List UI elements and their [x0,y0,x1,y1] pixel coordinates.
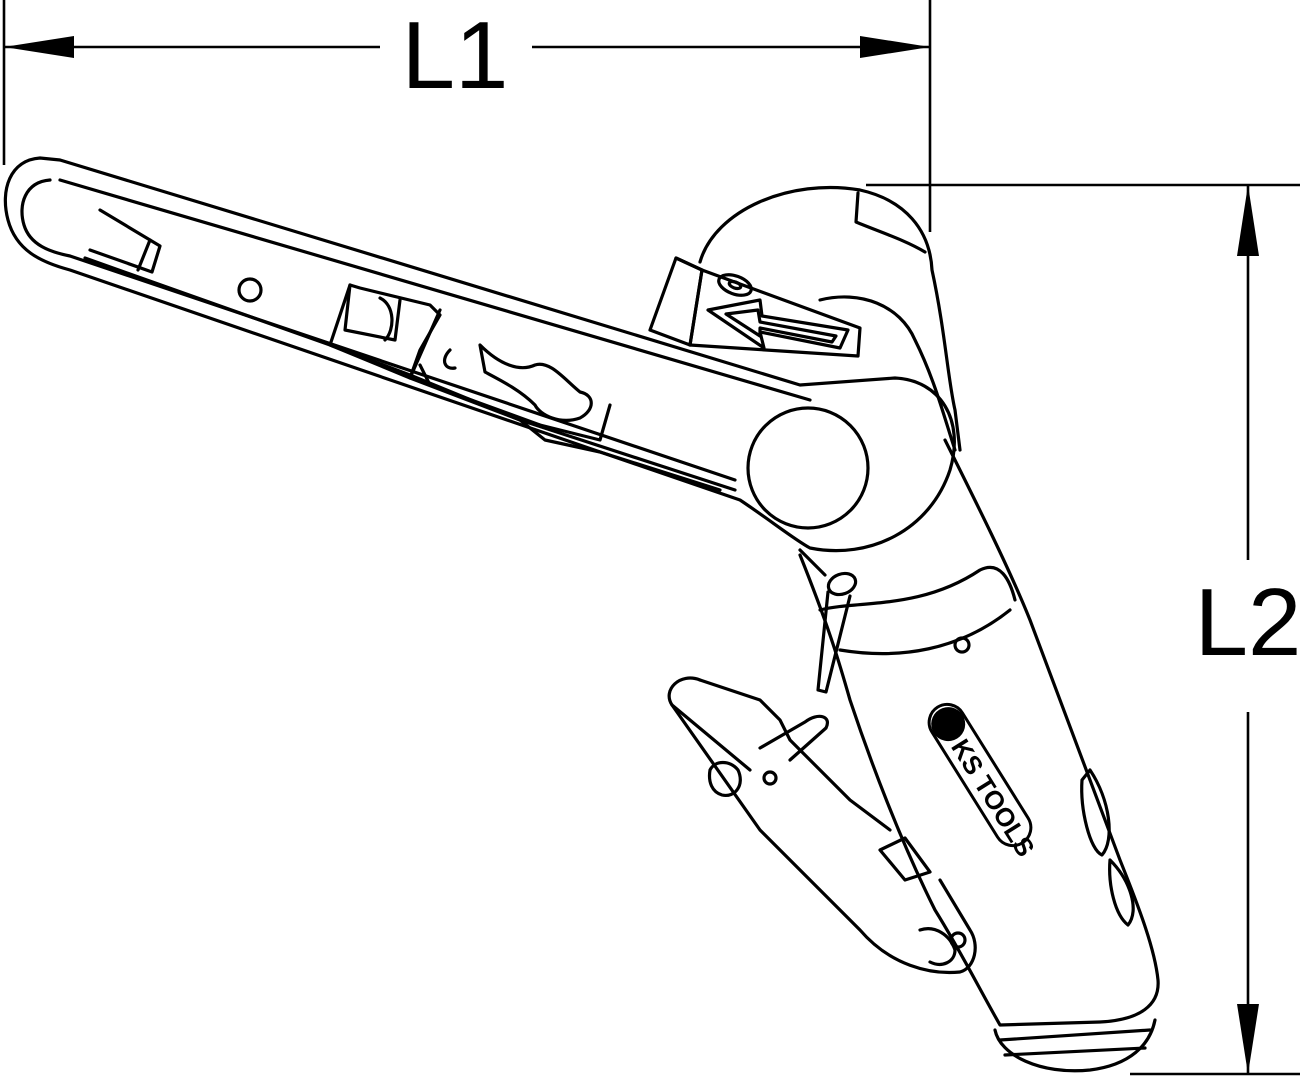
l2-label: L2 [1195,569,1302,676]
l1-arrow-left [4,36,74,58]
brand-text: KS TOOLS [945,734,1041,862]
arrow-left-icon [706,298,850,350]
l2-arrow-bottom [1237,1004,1259,1074]
dimension-l2: L2 [866,183,1302,1076]
pivot-pin [762,770,778,786]
throttle-lever [667,676,977,975]
l1-label: L1 [402,2,509,109]
screw-icon [953,636,971,654]
dimension-l1: L1 [2,0,932,232]
tensioner [798,548,858,694]
belt-arm [3,156,956,553]
screw-icon [717,273,753,297]
l2-arrow-top [1237,185,1259,256]
brand-logo: KS TOOLS [927,702,1041,862]
drive-pulley [746,406,870,530]
motor-head [698,185,962,452]
direction-plate [648,256,862,358]
grip-body [798,438,1160,1073]
hole [237,277,263,303]
pivot-pin [949,931,967,949]
l1-arrow-right [860,36,930,58]
